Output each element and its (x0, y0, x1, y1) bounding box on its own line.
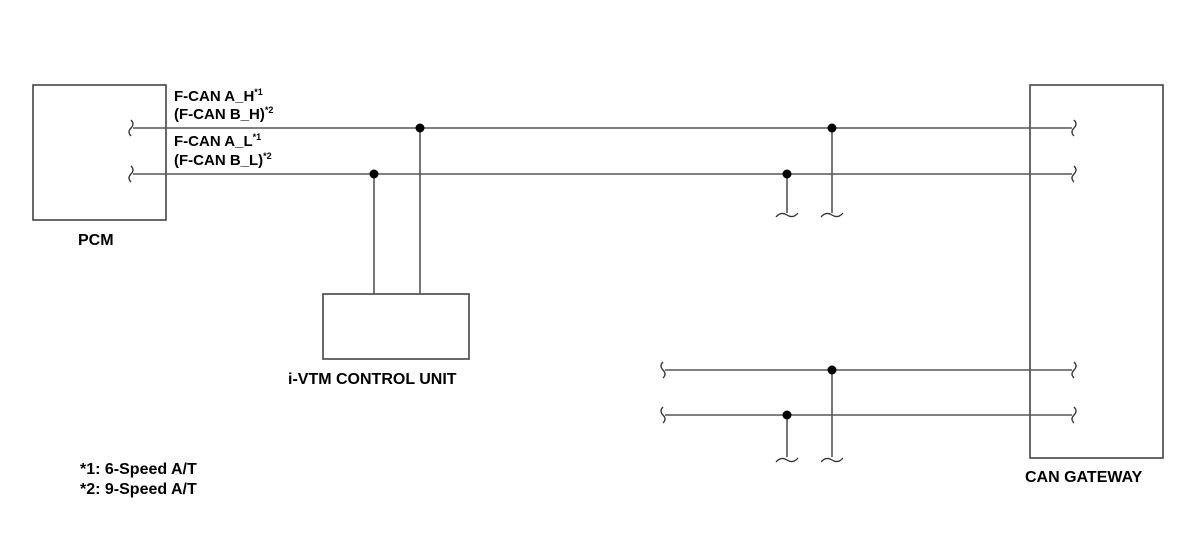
wire-break-symbol (660, 406, 666, 424)
junction-node (369, 169, 379, 179)
can-gateway-label: CAN GATEWAY (1025, 469, 1143, 486)
footnote-ref: *1 (254, 87, 263, 97)
signal-name: F-CAN A_H (174, 88, 254, 105)
footnote-1: *1: 6-Speed A/T (80, 461, 197, 478)
wire-break-symbol (775, 212, 799, 218)
junction-node (415, 123, 425, 133)
junction-node (782, 169, 792, 179)
wire-break-symbol (820, 212, 844, 218)
wire-break-symbol (775, 457, 799, 463)
wire-break-symbol (660, 361, 666, 379)
f-can-high-label: F-CAN A_H*1 (174, 87, 263, 105)
footnote-2: *2: 9-Speed A/T (80, 481, 197, 498)
wire-break-symbol (1071, 165, 1077, 183)
signal-name: (F-CAN B_L) (174, 152, 263, 169)
signal-name: (F-CAN B_H) (174, 106, 265, 123)
pcm-box (32, 84, 167, 221)
can-gateway-box (1029, 84, 1164, 459)
ivtm-control-unit-label: i-VTM CONTROL UNIT (288, 371, 457, 388)
junction-node (827, 365, 837, 375)
pcm-label: PCM (78, 232, 114, 249)
junction-node (782, 410, 792, 420)
wire-break-symbol (1071, 406, 1077, 424)
footnote-ref: *1 (253, 132, 262, 142)
ivtm-control-unit-box (322, 293, 470, 360)
signal-name: F-CAN A_L (174, 133, 253, 150)
footnote-ref: *2 (265, 105, 274, 115)
f-can-high-alt-label: (F-CAN B_H)*2 (174, 105, 273, 123)
footnote-ref: *2 (263, 151, 272, 161)
f-can-low-label: F-CAN A_L*1 (174, 132, 261, 150)
f-can-low-alt-label: (F-CAN B_L)*2 (174, 151, 272, 169)
wire-break-symbol (820, 457, 844, 463)
junction-node (827, 123, 837, 133)
wire-break-symbol (1071, 361, 1077, 379)
wire-break-symbol (128, 165, 134, 183)
wire-break-symbol (128, 119, 134, 137)
wire-break-symbol (1071, 119, 1077, 137)
